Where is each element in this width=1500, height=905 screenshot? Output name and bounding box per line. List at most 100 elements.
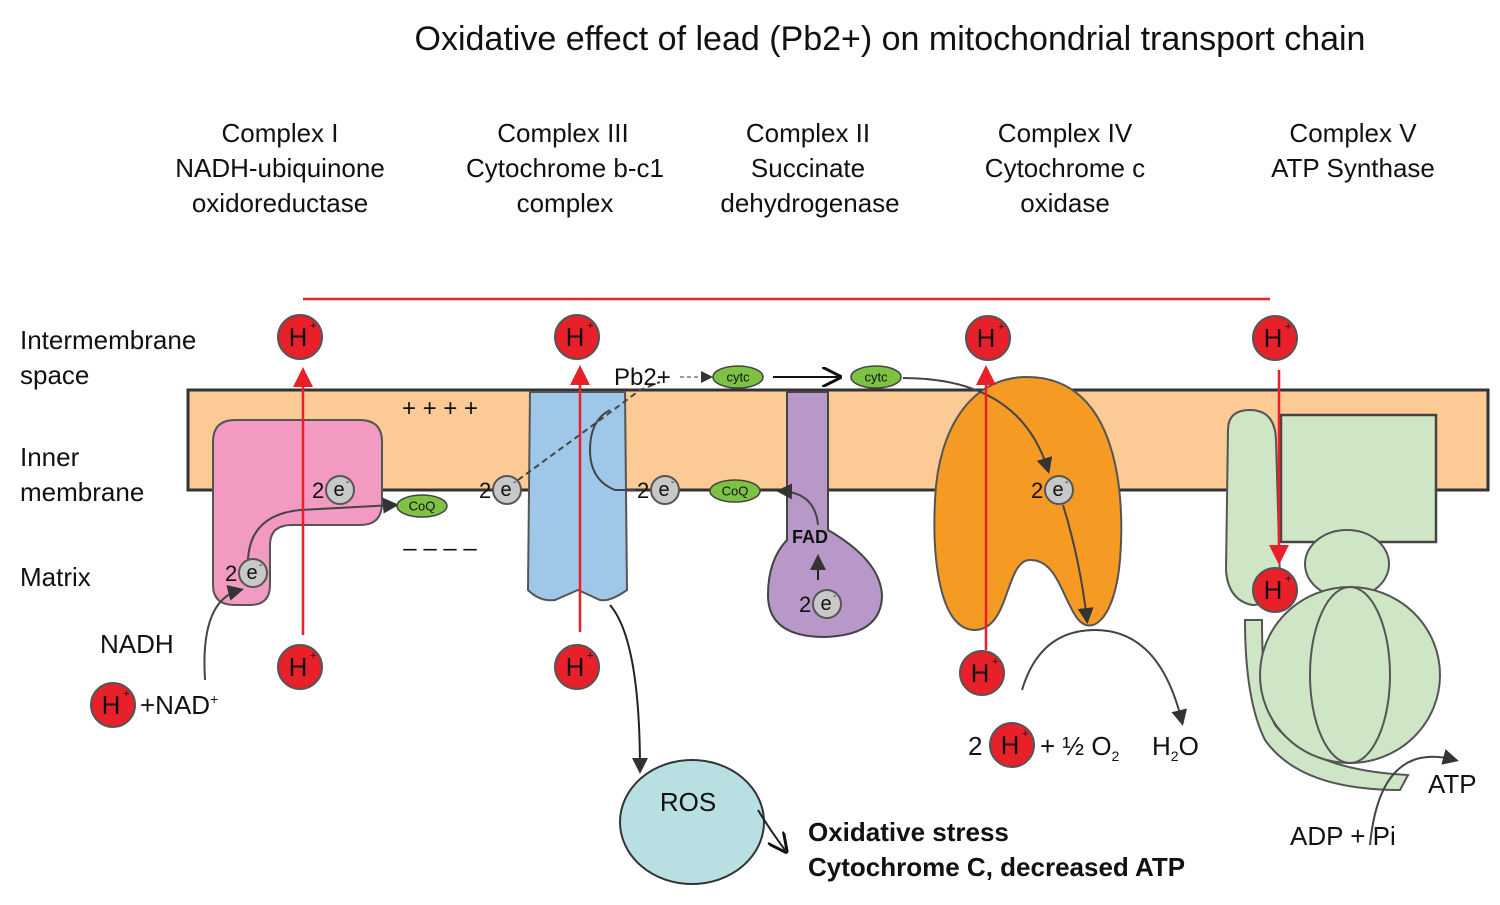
complex-iv-shape [933,375,1123,632]
proton-label: H [566,652,585,682]
electron-path-arrow [1062,504,1094,624]
electron-count: 2 [799,592,811,617]
region-label-membrane: membrane [20,477,144,507]
complex-header-line: Succinate [751,153,865,183]
nadh-arrow [203,585,244,681]
electron-charge: - [833,591,836,602]
proton-charge: + [1285,321,1291,333]
electron-charge: - [671,477,674,488]
electron-path-arrow [776,483,819,526]
electron-path-arrow [588,409,635,491]
proton-icon: H+ [1252,315,1298,361]
complex-iii-header: Complex III Cytochrome b-c1 complex [466,118,664,218]
proton-charge: + [992,656,998,668]
complex-header-name: Complex II [746,118,870,148]
electron-count: 2 [479,478,491,503]
cytc-label: cytc [726,370,750,385]
electron-charge: - [259,560,262,571]
proton-label: H [289,322,308,352]
ros-circle [619,759,765,885]
complex-header-line: dehydrogenase [720,188,899,218]
adp-label: ADP + Pi [1290,821,1396,851]
complex-iii-shape [526,391,629,602]
complex-iv-header: Complex IV Cytochrome c oxidase [985,118,1145,218]
electron-label: e [500,479,511,501]
complex-i-header: Complex I NADH-ubiquinone oxidoreductase [175,118,385,218]
proton-charge: + [587,320,593,332]
region-label-inner: Inner [20,442,80,472]
complex-i-shape [212,419,383,606]
proton-label: H [1264,575,1283,605]
proton-icon: H+ [554,314,600,360]
oxygen-label: + ½ O2 [1040,731,1120,764]
stress-label: Oxidative stress [808,817,1009,847]
region-label-matrix: Matrix [20,562,91,592]
electron-path-arrow [902,377,1053,474]
complex-header-name: Complex I [221,118,338,148]
proton-charge: + [998,321,1004,333]
complex-header-line: oxidase [1020,188,1110,218]
electron-charge: - [1065,477,1068,488]
water-formation-arrow [1021,628,1187,726]
complex-header-name: Complex V [1289,118,1417,148]
proton-label: H [1001,730,1020,760]
proton-charge: + [1285,573,1291,585]
atp-label: ATP [1428,769,1477,799]
proton-icon: H+ [277,314,323,360]
electron-count: 2 [637,478,649,503]
electron-charge: - [513,477,516,488]
electron-count: 2 [1031,478,1043,503]
complex-ii-header: Complex II Succinate dehydrogenase [720,118,899,218]
complex-v-shape [1224,408,1441,792]
ros-arrow [609,604,648,774]
proton-charge: + [123,688,129,700]
complex-header-name: Complex IV [998,118,1133,148]
complex-header-line: ATP Synthase [1271,153,1435,183]
pb-label: Pb2+ [614,364,671,391]
proton-charge: + [310,320,316,332]
cytc-label: cytc [864,370,888,385]
proton-label: H [977,323,996,353]
stress-arrow [757,809,785,850]
coq-label: CoQ [409,499,436,514]
proton-icon: H+ [989,722,1035,768]
proton-icon: H+ [1252,567,1298,613]
proton-label: H [102,690,121,720]
proton-label: H [1264,323,1283,353]
coefficient-label: 2 [968,731,982,761]
nadh-label: NADH [100,629,174,659]
complex-header-line: Cytochrome b-c1 [466,153,664,183]
negative-charges: – – – – [403,535,477,562]
complex-header-line: NADH-ubiquinone [175,153,385,183]
proton-label: H [971,658,990,688]
electron-path-arrow [247,497,399,561]
proton-charge: + [310,650,316,662]
positive-charges: + + + + [402,395,478,422]
cytc-carrier: cytc [850,365,902,389]
stress-consequence-label: Cytochrome C, decreased ATP [808,852,1185,882]
proton-charge: + [1022,728,1028,740]
electron-label: e [658,479,669,501]
proton-icon: H+ [277,644,323,690]
complex-header-name: Complex III [497,118,629,148]
ros-label: ROS [660,787,716,817]
electron-count: 2 [312,478,324,503]
fad-label: FAD [792,527,828,547]
electron-label: e [333,479,344,501]
electron-label: e [246,562,257,584]
electron-label: e [1052,479,1063,501]
coq-carrier: CoQ [709,479,761,503]
proton-charge: + [587,650,593,662]
electron-label: e [820,593,831,615]
nad-label: +NAD+ [140,690,218,720]
complex-header-line: Cytochrome c [985,153,1145,183]
coq-carrier: CoQ [396,494,448,518]
coq-label: CoQ [722,484,749,499]
electron-charge: - [346,477,349,488]
